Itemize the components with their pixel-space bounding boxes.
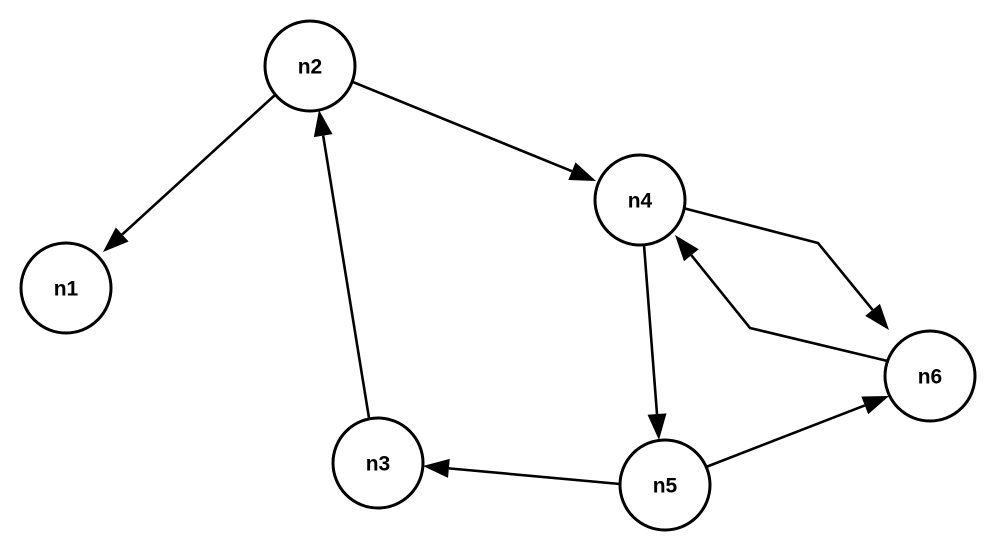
edge-n5-to-n6: [705, 396, 889, 469]
edge-line: [121, 94, 276, 236]
arrowhead-icon: [861, 396, 889, 415]
node-label: n4: [628, 190, 653, 213]
edges-layer: [103, 78, 897, 486]
graph-node-n6[interactable]: n6: [883, 329, 977, 423]
edge-line: [448, 467, 621, 486]
edge-line: [690, 254, 897, 365]
node-circle[interactable]: [19, 241, 113, 335]
node-circle[interactable]: [331, 416, 425, 510]
edge-n3-to-n2: [313, 110, 371, 419]
node-label: n2: [298, 56, 323, 79]
edge-n5-to-n3: [423, 458, 621, 486]
edge-n4-to-n5: [642, 244, 667, 440]
arrowhead-icon: [313, 110, 333, 138]
node-label: n5: [653, 475, 678, 498]
edge-n4-to-n6: [682, 206, 889, 330]
graph-node-n3[interactable]: n3: [331, 416, 425, 510]
nodes-layer: n1 n2 n3 n4 n5 n6: [19, 19, 977, 532]
arrowhead-icon: [647, 413, 667, 440]
arrowhead-icon: [865, 303, 889, 330]
edge-n6-to-n4: [675, 235, 897, 365]
graph-node-n4[interactable]: n4: [593, 153, 687, 247]
node-circle[interactable]: [263, 19, 357, 113]
edge-line: [705, 404, 866, 469]
edge-line: [682, 206, 874, 311]
edge-n2-to-n1: [103, 94, 276, 252]
node-label: n1: [54, 278, 79, 301]
node-label: n3: [366, 453, 391, 476]
edge-n2-to-n4: [347, 78, 596, 181]
edge-line: [347, 78, 573, 173]
node-circle[interactable]: [593, 153, 687, 247]
edge-line: [642, 244, 659, 415]
arrowhead-icon: [103, 227, 129, 252]
edge-line: [321, 135, 371, 419]
graph-node-n5[interactable]: n5: [618, 438, 712, 532]
node-circle[interactable]: [618, 438, 712, 532]
graph-node-n2[interactable]: n2: [263, 19, 357, 113]
arrowhead-icon: [568, 162, 596, 181]
graph-node-n1[interactable]: n1: [19, 241, 113, 335]
node-label: n6: [918, 366, 943, 389]
arrowhead-icon: [675, 235, 699, 262]
node-circle[interactable]: [883, 329, 977, 423]
arrowhead-icon: [423, 458, 450, 478]
